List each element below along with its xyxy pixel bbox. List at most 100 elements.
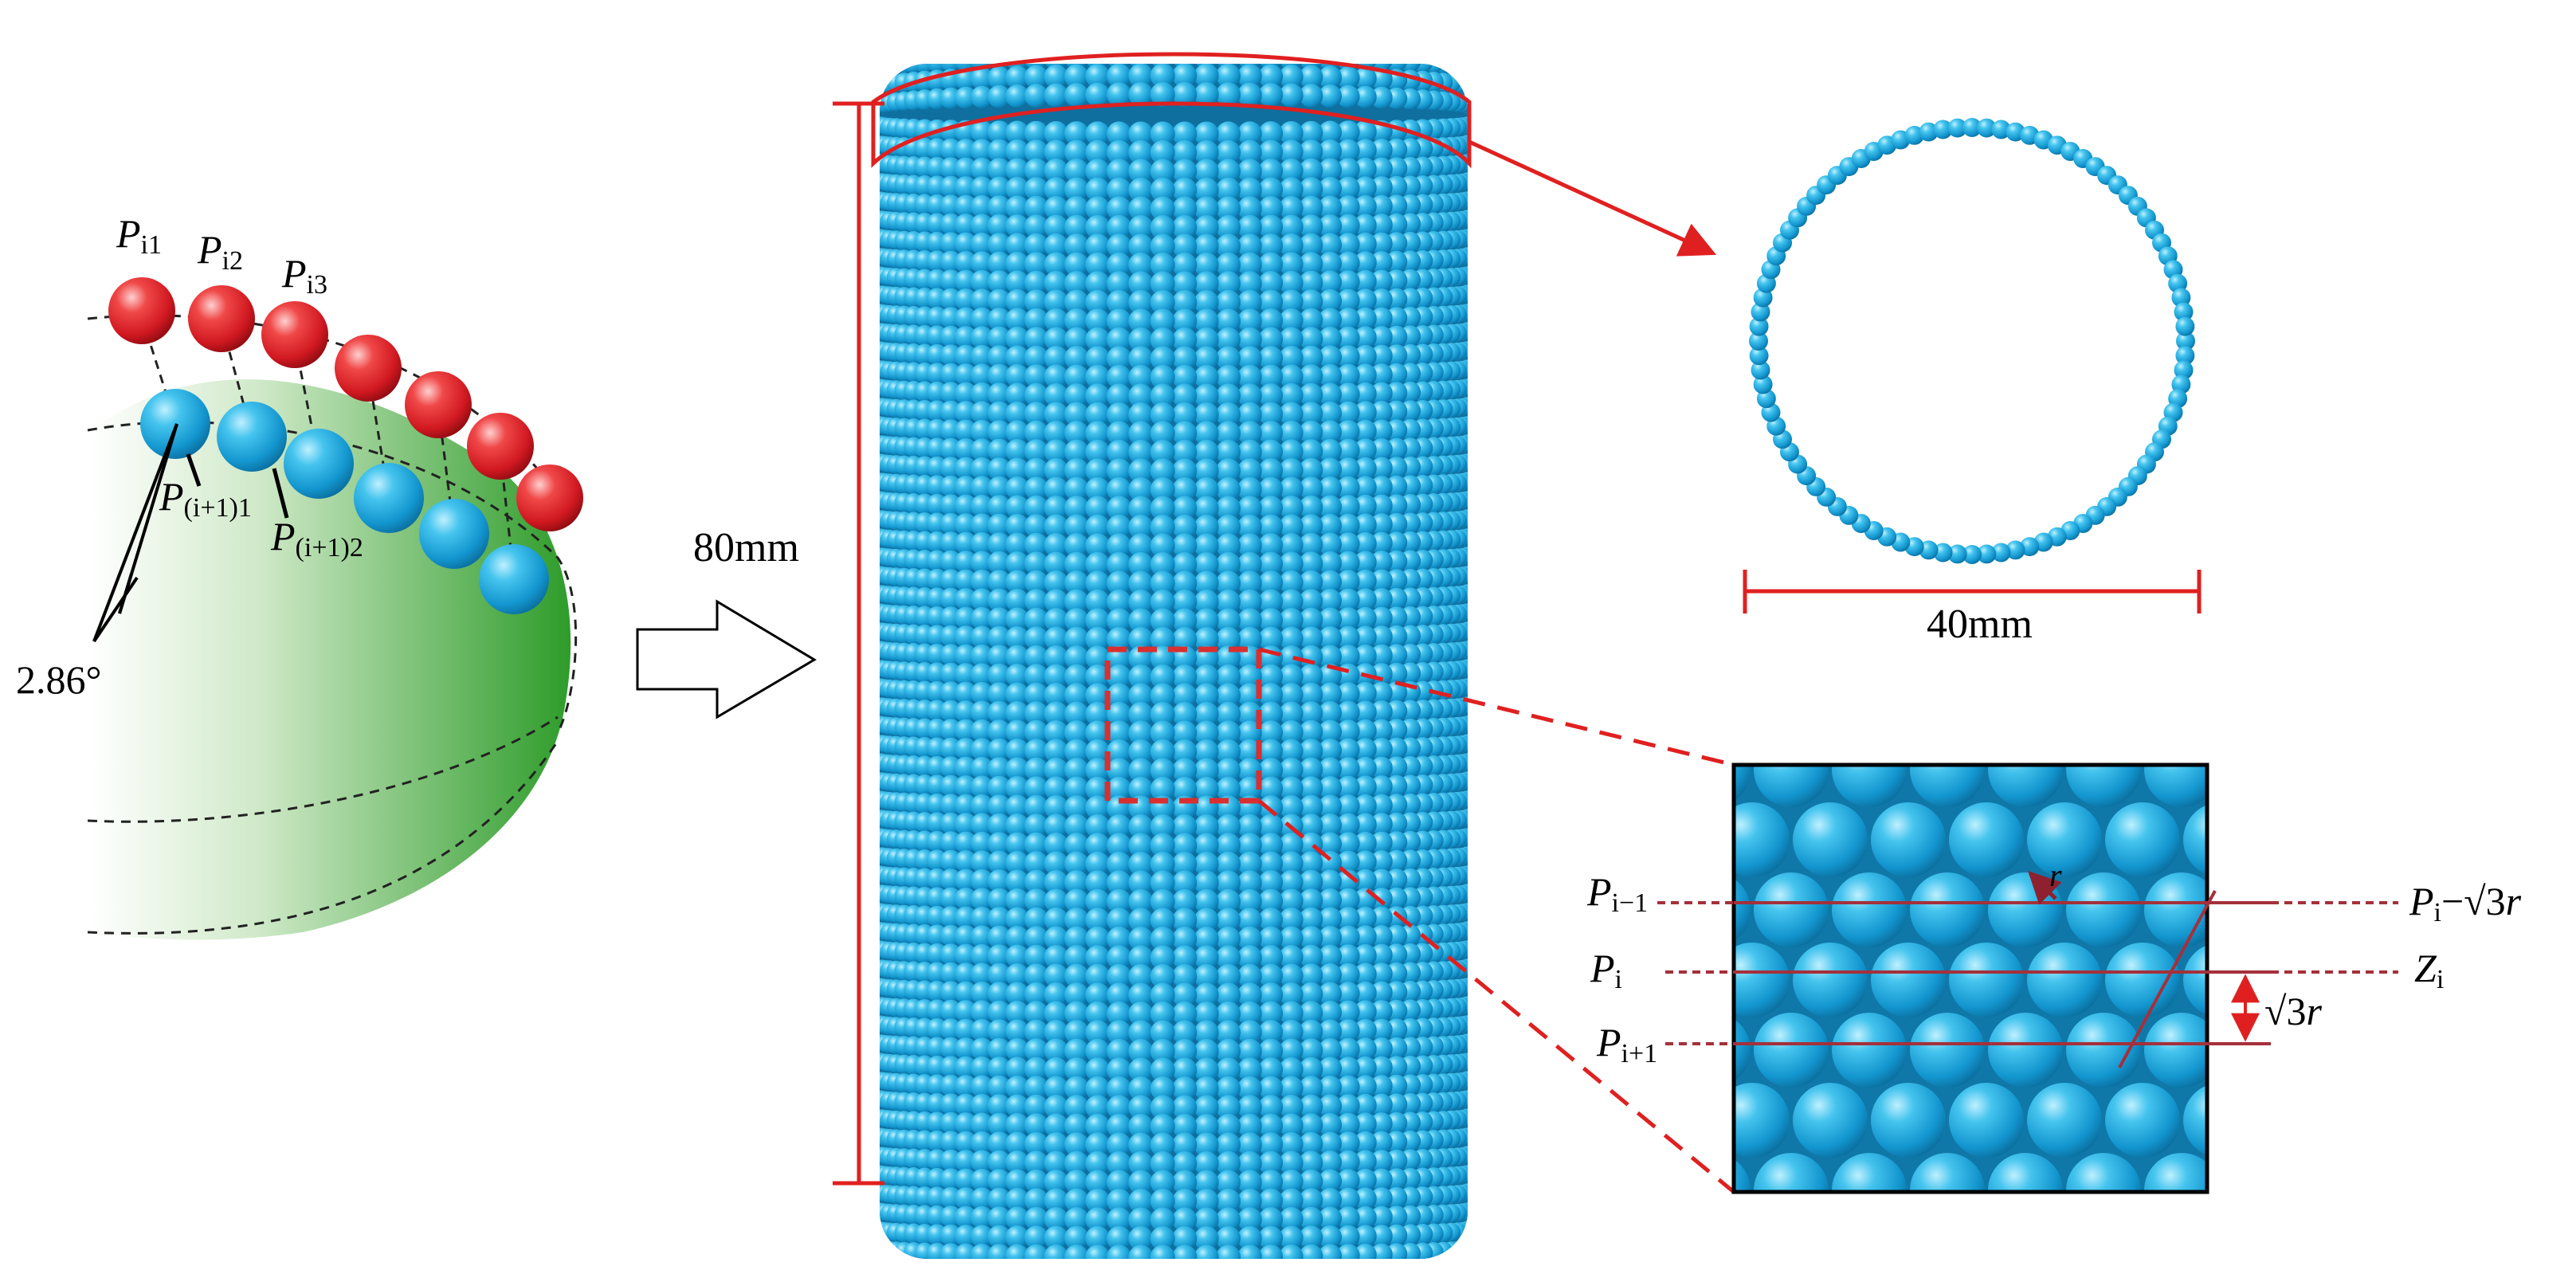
cylinder-particle <box>940 1262 962 1278</box>
cylinder-particle <box>1128 1264 1153 1278</box>
zoom-particle <box>1910 872 1985 947</box>
cylinder-particle <box>1413 33 1433 54</box>
cylinder-particle <box>873 40 890 57</box>
cylinder-particle <box>1442 1260 1461 1278</box>
cylinder-particle <box>927 32 948 53</box>
cylinder-particle <box>1151 26 1175 51</box>
zoom-particle <box>1949 943 2024 1017</box>
zoom-particle <box>1734 802 1790 877</box>
blue-particle <box>284 429 354 499</box>
zoom-particle <box>1754 872 1829 947</box>
cylinder-particle <box>872 41 888 57</box>
cylinder-particle <box>1424 1261 1444 1278</box>
ring-particle <box>2175 316 2195 336</box>
zoom-particle <box>2027 943 2102 1017</box>
zoom-particle <box>1793 943 1868 1017</box>
label-p-i: Pi <box>1590 946 1622 994</box>
cylinder-particle <box>880 1241 894 1259</box>
cylinder-particle <box>1280 1264 1304 1278</box>
zoom-particle <box>1734 872 1751 947</box>
particle-cylinder <box>871 26 1474 1278</box>
cylinder-particle <box>1025 1263 1049 1278</box>
cylinder-particle <box>1065 1264 1088 1278</box>
cylinder-particle <box>915 1261 935 1278</box>
zoom-particle <box>1832 872 1907 947</box>
red-particle <box>335 335 402 402</box>
cylinder-particle <box>1025 28 1049 52</box>
cylinder-particle <box>915 33 935 54</box>
cylinder-particle <box>1449 37 1467 56</box>
cylinder-particle <box>1280 27 1304 51</box>
zoom-particle <box>2105 1083 2180 1158</box>
cylinder-particle <box>1172 1264 1197 1278</box>
cylinder-particle <box>1459 1240 1468 1256</box>
cylinder-particle <box>970 29 993 52</box>
top-ring-highlight <box>871 52 1472 169</box>
cylinder-particle <box>1400 1261 1421 1278</box>
zoom-particle <box>1754 765 1829 807</box>
zoom-selection-box <box>1104 646 1262 804</box>
blue-particle <box>419 499 489 569</box>
cylinder-particle <box>1216 1264 1241 1278</box>
cylinder-particle <box>1194 1245 1219 1259</box>
cylinder-particle <box>1449 1260 1467 1278</box>
zoom-particle <box>1734 943 1790 1017</box>
left-schematic: Pi1 Pi2 Pi3 P(i+1)1 P(i+1)2 2.86° <box>16 211 583 940</box>
callout-arrow-ring <box>1468 139 1717 257</box>
cylinder-particle <box>1085 82 1110 108</box>
cylinder-particle <box>1237 1245 1262 1259</box>
height-dimension <box>833 101 884 1186</box>
cylinder-particle <box>880 64 894 75</box>
cylinder-particle <box>1386 1262 1407 1278</box>
cylinder-particle <box>988 29 1011 52</box>
radius-arrow <box>2028 871 2062 905</box>
zoom-particle <box>1988 1013 2063 1088</box>
cylinder-particle <box>1300 1263 1323 1278</box>
label-p-i3: Pi3 <box>281 251 327 300</box>
zoom-particle <box>2066 765 2141 807</box>
cylinder-particle <box>887 37 906 56</box>
cylinder-particle <box>1459 1258 1468 1259</box>
cylinder-particle <box>1044 27 1068 51</box>
label-p-next2: P(i+1)2 <box>270 514 363 563</box>
zoom-particle <box>1871 1083 1946 1158</box>
cylinder-particle <box>1370 30 1393 53</box>
cylinder-particle <box>1449 64 1467 75</box>
red-particle <box>467 413 534 480</box>
cylinder-particle <box>1237 1264 1262 1278</box>
label-p-i1: Pi1 <box>116 211 162 260</box>
zoom-particle <box>1910 765 1985 807</box>
cylinder-particle <box>1006 1263 1029 1278</box>
label-p-im1: Pi−1 <box>1586 869 1648 918</box>
zoom-particle <box>2105 802 2180 877</box>
cylinder-particle <box>1442 37 1461 56</box>
cylinder-particle <box>1337 1263 1360 1278</box>
cylinder-particle <box>1194 26 1219 51</box>
label-right-top: Pi−√3r <box>2409 879 2522 927</box>
label-radius: r <box>2049 857 2062 893</box>
cylinder-particle <box>895 35 914 54</box>
blue-particle <box>479 544 549 614</box>
cylinder-particle <box>1386 31 1407 53</box>
zoom-particle <box>2183 1083 2207 1158</box>
zoom-particle <box>2027 802 2102 877</box>
zoom-particle <box>1949 802 2024 877</box>
cylinder-particle <box>1457 40 1474 57</box>
diameter-label: 40mm <box>1927 602 2033 647</box>
cylinder-particle <box>1457 1240 1468 1257</box>
cylinder-particle <box>880 64 899 75</box>
cylinder-particle <box>1300 28 1323 52</box>
cylinder-particle <box>1006 29 1029 52</box>
zoom-particle <box>1871 943 1946 1017</box>
cylinder-particle <box>1259 1264 1283 1278</box>
cylinder-particle <box>1237 26 1262 51</box>
cylinder-particle <box>1454 38 1472 56</box>
cylinder-particle <box>1457 64 1468 76</box>
cylinder-particle <box>927 1261 948 1278</box>
cylinder-particle <box>880 64 890 76</box>
cylinder-particle <box>1454 1260 1472 1277</box>
cylinder-particle <box>1319 29 1342 52</box>
cylinder-particle <box>1259 27 1283 51</box>
cylinder-particle <box>1258 1245 1284 1259</box>
red-particle <box>261 301 328 368</box>
